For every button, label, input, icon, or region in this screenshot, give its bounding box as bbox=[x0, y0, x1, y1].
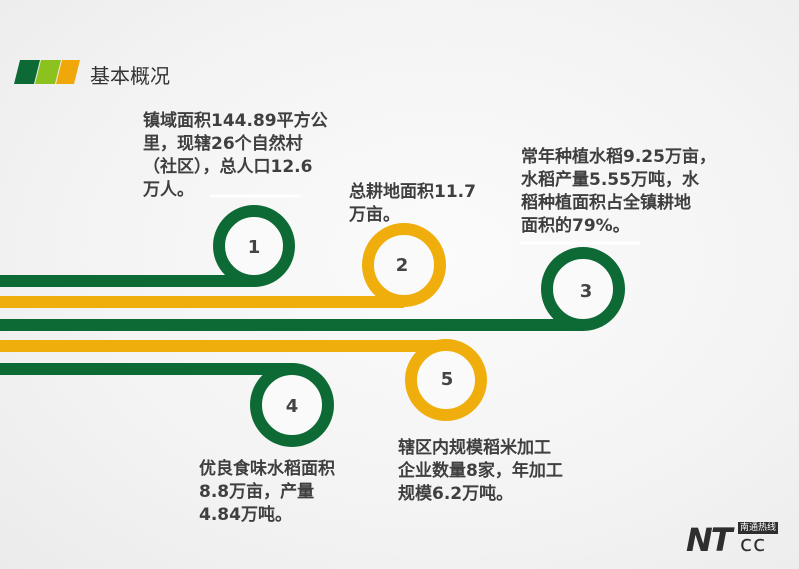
circle-1-number: 1 bbox=[247, 237, 261, 258]
circle-3-number: 3 bbox=[579, 281, 593, 302]
circle-5 bbox=[405, 339, 487, 421]
logo-main: NT bbox=[686, 521, 733, 559]
logo-badge: 南通热线 bbox=[738, 522, 779, 534]
logo-suffix: cc bbox=[740, 532, 767, 557]
item-1-line: （社区），总人口12.6 bbox=[143, 157, 313, 177]
item-3-text: 常年种植水稻9.25万亩， 水稻产量5.55万吨，水 稻种植面积占全镇耕地 面积… bbox=[521, 146, 716, 238]
circle-2-number: 2 bbox=[395, 255, 409, 276]
circle-3 bbox=[541, 247, 625, 331]
page-title: 基本概况 bbox=[90, 64, 170, 88]
item-1-line: 里，现辖26个自然村 bbox=[143, 134, 303, 154]
circle-4-number: 4 bbox=[285, 396, 299, 417]
item-2-line: 总耕地面积11.7 bbox=[349, 182, 476, 202]
item-4-text: 优良食味水稻面积 8.8万亩，产量 4.84万吨。 bbox=[199, 458, 335, 527]
item-5-line: 规模6.2万吨。 bbox=[398, 484, 514, 504]
item-4-line: 优良食味水稻面积 bbox=[199, 459, 335, 479]
circle-1 bbox=[213, 205, 295, 287]
item-5-line: 辖区内规模稻米加工 bbox=[398, 438, 551, 458]
circle-4 bbox=[250, 363, 334, 447]
item-2-text: 总耕地面积11.7 万亩。 bbox=[349, 181, 476, 227]
header-stripes-icon bbox=[14, 60, 80, 84]
item-4-line: 8.8万亩，产量 bbox=[199, 482, 315, 502]
nt-cc-logo: NT 南通热线 cc bbox=[686, 522, 792, 558]
item-1-line: 万人。 bbox=[143, 180, 194, 200]
item-4-line: 4.84万吨。 bbox=[199, 505, 292, 525]
item-5-line: 企业数量8家，年加工 bbox=[398, 461, 563, 481]
item-3-line: 稻种植面积占全镇耕地 bbox=[521, 193, 691, 213]
item-5-text: 辖区内规模稻米加工 企业数量8家，年加工 规模6.2万吨。 bbox=[398, 437, 563, 506]
item-1-line: 镇域面积144.89平方公 bbox=[143, 111, 328, 131]
item-1-text: 镇域面积144.89平方公 里，现辖26个自然村 （社区），总人口12.6 万人… bbox=[143, 110, 328, 202]
item-3-line: 面积的79%。 bbox=[521, 216, 630, 236]
item-2-line: 万亩。 bbox=[349, 205, 400, 225]
circle-2 bbox=[362, 223, 446, 307]
circle-5-number: 5 bbox=[440, 369, 454, 390]
item-3-line: 常年种植水稻9.25万亩， bbox=[521, 147, 716, 167]
item-3-line: 水稻产量5.55万吨，水 bbox=[521, 170, 699, 190]
